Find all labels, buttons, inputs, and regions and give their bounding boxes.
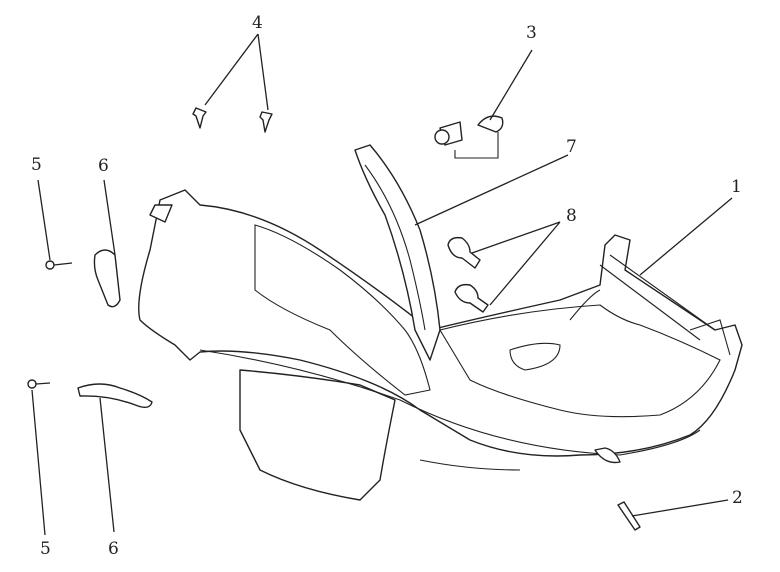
label-1: 1 — [731, 177, 742, 197]
clip-part-3 — [434, 115, 504, 159]
label-4: 4 — [252, 13, 263, 33]
label-2: 2 — [732, 488, 743, 508]
label-6-top: 6 — [98, 156, 109, 176]
screws-part-5 — [27, 260, 73, 389]
screws-part-4 — [192, 107, 273, 133]
label-5-bottom: 5 — [40, 539, 51, 559]
inner-panel-part-7 — [354, 144, 441, 361]
label-3: 3 — [526, 23, 537, 43]
label-7: 7 — [566, 137, 577, 157]
front-body-cover-part-1 — [138, 189, 743, 501]
clips-part-8 — [447, 236, 489, 313]
hook-part-6-top — [93, 249, 121, 308]
label-5-top: 5 — [31, 155, 42, 175]
leader-lines — [31, 33, 733, 536]
label-6-bottom: 6 — [108, 539, 119, 559]
label-8: 8 — [566, 206, 577, 226]
strap-part-6-bottom — [77, 383, 153, 409]
screw-part-2 — [617, 501, 641, 531]
